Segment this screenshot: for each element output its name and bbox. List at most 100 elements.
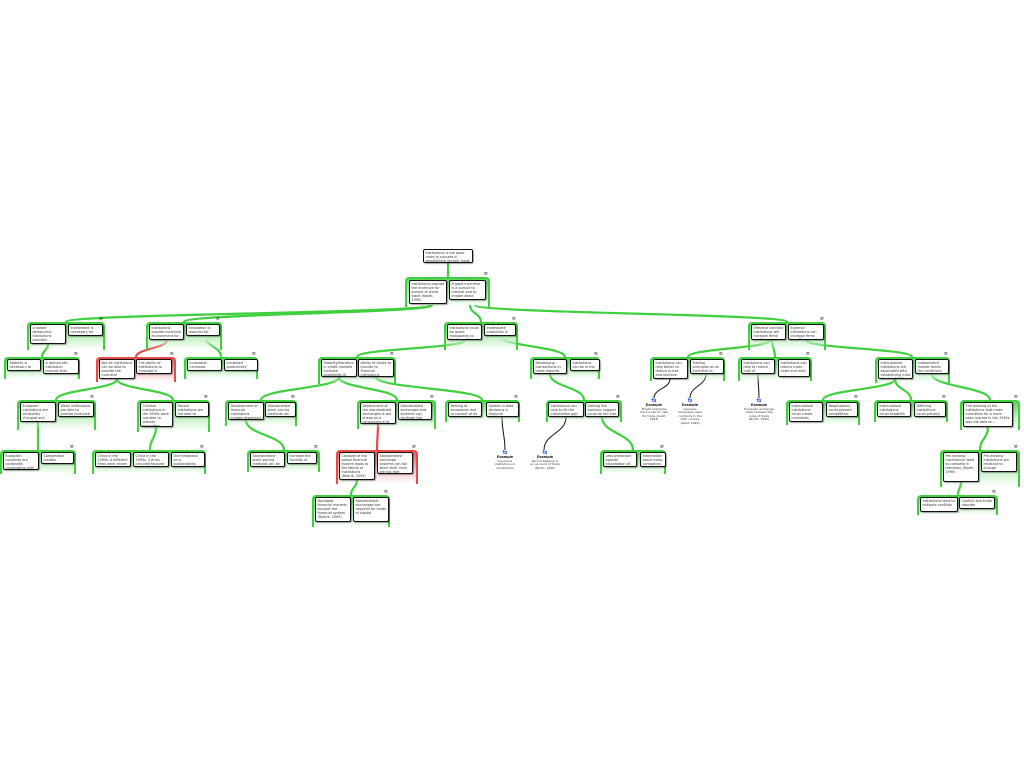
claim-box[interactable]: Standardised stock pricing methods can b… [250,452,285,467]
claim-box[interactable]: Institutions provide incentive environme… [149,324,184,340]
claim-box[interactable]: The working of the institutions that mak… [963,402,1013,427]
menu-icon[interactable]: ≡ [89,394,94,400]
claim-box[interactable]: Deployment of the standardised exchanges… [360,402,396,424]
menu-icon[interactable]: ≡ [819,316,824,322]
menu-icon[interactable]: ≡ [411,444,416,450]
menu-icon[interactable]: ≡ [69,444,74,450]
menu-icon[interactable]: ≡ [169,351,174,357]
claim-box[interactable]: Recent institutions are not able to prov… [175,402,209,417]
menu-icon[interactable]: ≡ [615,394,620,400]
menu-icon[interactable]: ≡ [943,351,948,357]
claim-box[interactable]: Managed financial markets support the fi… [315,497,351,522]
menu-icon[interactable]: ≡ [98,316,103,322]
claim-box[interactable]: Institutions can help to reduce cost of … [741,359,775,374]
claim-box[interactable]: Institutions could be quasi-monopolies t… [447,324,482,340]
claim-box[interactable]: Standardised exchange systems can fail w… [377,452,413,474]
claim-box[interactable]: Stability is necessary to provide incent… [7,359,41,371]
claim-box[interactable]: Institutions provide the incentive for p… [409,280,447,304]
claim-box[interactable]: Information about many companies in diff… [640,452,666,467]
claim-box[interactable]: Institutions can help better to reduce p… [653,359,688,379]
menu-icon[interactable]: ≡ [659,444,664,450]
claim-box[interactable]: Chinese institutions in the 1990s were n… [140,402,173,427]
menu-icon[interactable]: ≡ [1013,444,1018,450]
claim-box[interactable]: Weak institutions are able to provide in… [58,402,94,417]
claim-box[interactable]: Independent market forces the conditions… [915,359,949,374]
claim-box[interactable]: European institutions are constantly cha… [20,402,56,422]
claim-box[interactable]: Collapse of the global financial system … [339,452,375,480]
menu-icon[interactable]: ≡ [483,271,488,277]
claim-box[interactable]: Institutions tend to mitigate conflicts [920,497,958,512]
menu-icon[interactable]: ≡ [805,351,810,357]
claim-box[interactable]: Melting of companies due to context of i… [448,402,482,417]
menu-icon[interactable]: ≡ [593,351,598,357]
claim-box[interactable]: Investment is necessary for world trade [68,324,103,336]
menu-icon[interactable]: ≡ [383,489,388,495]
claim-box[interactable]: Trading principles as an incentive to cr… [690,359,724,374]
claim-box[interactable]: Stability/transfers in credit markets in… [321,359,357,377]
menu-icon[interactable]: ≡ [853,394,858,400]
claim-box[interactable]: Innovation is required for world trade [186,324,220,336]
menu-icon[interactable]: ≡ [941,394,946,400]
claim-box[interactable]: Developing transactions in trade require… [533,359,567,374]
connector-3 [468,304,483,323]
menu-icon[interactable]: ≡ [313,444,318,450]
menu-icon[interactable]: ≡ [215,316,220,322]
menu-icon[interactable]: ≡ [511,316,516,322]
claim-box[interactable]: Spread in data decisions in financial in… [486,402,519,417]
claim-box[interactable]: Ability of banks to provide to financial… [358,359,394,377]
claim-box[interactable]: Pre-existing institutions need to compet… [943,452,979,482]
claim-box[interactable]: Differing institutions could prevent to … [914,402,946,417]
menu-icon[interactable]: ≡ [429,394,434,400]
menu-icon[interactable]: ≡ [389,351,394,357]
claim-box[interactable]: China in the 1990s, 3 firms included foc… [133,452,169,467]
claim-box[interactable]: International institutions are associate… [878,359,913,379]
claim-box[interactable]: Innovation increases productivity [187,359,222,371]
claim-box[interactable]: Competition creates incentives to innova… [41,452,74,464]
example-icon: ⇆ [687,397,693,404]
menu-icon[interactable]: ≡ [73,351,78,357]
connector-13 [54,378,119,401]
claim-box[interactable]: Institutions can reduce trade costs and … [778,359,810,377]
claim-box[interactable]: Effective contract institutions will inc… [751,324,786,340]
menu-icon[interactable]: ≡ [718,351,723,357]
connector-2 [182,303,434,324]
menu-icon[interactable]: ≡ [251,351,256,357]
menu-icon[interactable]: ≡ [290,394,295,400]
claim-box[interactable]: International institutions could create … [789,402,823,422]
claim-box[interactable]: External institutions can increase firms… [788,324,824,340]
claim-box[interactable]: Development of financial institutions cr… [228,402,264,420]
main-contention[interactable]: Institutions is the good route to succes… [423,249,473,263]
claim-box[interactable]: Standardised exchanges and systems can f… [398,402,432,420]
claim-box[interactable]: A good incentive is a pursuit to interes… [449,280,486,300]
menu-icon[interactable]: ≡ [513,394,518,400]
claim-box[interactable]: One emphasis on a sustainability develop… [171,452,205,467]
claim-box[interactable]: Standardised stock pricing methods can b… [265,402,296,417]
claim-box[interactable]: Less protection against exploitation of … [603,452,637,467]
claim-box[interactable]: International institutions could establi… [877,402,911,417]
claim-box[interactable]: Negotiations could prevent competitive p… [826,402,858,417]
claim-box[interactable]: Institutions can help to fill the inform… [548,402,584,417]
claim-box[interactable]: The ability of institutions to innovate … [136,359,172,374]
menu-icon[interactable]: ≡ [991,489,996,495]
claim-box[interactable]: Conflict and trade disorder [959,497,995,509]
claim-box[interactable]: Pre-existing institutions are resistant … [981,452,1017,472]
claim-box[interactable]: China in the 1990s, 4 different firms we… [95,452,131,467]
claim-box[interactable]: European countries are constantly cooper… [3,452,39,470]
menu-icon[interactable]: ≡ [203,394,208,400]
claim-box[interactable]: Increase the liquidity of capital [287,452,317,464]
claim-box[interactable]: Standardised exchanges are required for … [353,497,389,522]
claim-box[interactable]: Increased productivity creates world tra… [224,359,258,371]
claim-box[interactable]: Inadequate protection is made to improve… [484,324,516,336]
claim-box[interactable]: A stable democratic institutions provide… [30,324,66,344]
menu-icon[interactable]: ≡ [1013,394,1018,400]
menu-icon[interactable]: ≡ [199,444,204,450]
claim-box[interactable]: Not all institutions can be able to prov… [99,359,135,379]
claim-box[interactable]: A democratic institution ensures that in… [43,359,79,374]
claim-box[interactable]: Institutions can be in the government [570,359,600,371]
claim-box[interactable]: Getting the previous support could be fe… [585,402,619,417]
